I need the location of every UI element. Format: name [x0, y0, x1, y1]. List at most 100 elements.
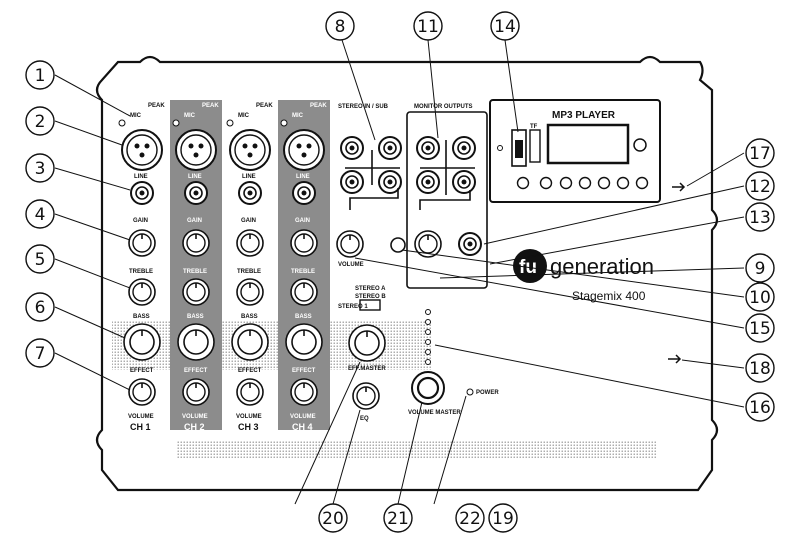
ir-sensor [497, 145, 503, 151]
callout-11: 11 [413, 11, 443, 41]
volume-label: VOLUME [236, 414, 262, 420]
callout-number: 12 [749, 177, 771, 197]
mic-input-xlr[interactable] [283, 129, 325, 171]
mic-input-xlr[interactable] [121, 129, 163, 171]
speaker-grille [176, 440, 656, 458]
gain-label: GAIN [187, 218, 202, 224]
mp3-btn-vol-down[interactable] [616, 176, 630, 190]
mic-input-xlr[interactable] [229, 129, 271, 171]
mic-label: MIC [184, 113, 196, 119]
callout-10: 10 [745, 282, 775, 312]
stereo-in-jack-l[interactable] [340, 136, 364, 160]
mp3-btn-prev[interactable] [578, 176, 592, 190]
callout-number: 13 [749, 208, 771, 228]
volume-knob[interactable] [128, 378, 156, 406]
level-led-2 [425, 319, 431, 325]
gain-knob[interactable] [128, 229, 156, 257]
monitor-bracket [419, 140, 475, 210]
mp3-play-button[interactable] [633, 138, 647, 152]
treble-knob[interactable] [236, 278, 264, 306]
level-led-3 [425, 329, 431, 335]
callout-number: 3 [35, 159, 46, 179]
volume-master-knob-inner[interactable] [416, 376, 440, 400]
gain-knob[interactable] [182, 229, 210, 257]
gain-knob[interactable] [290, 229, 318, 257]
model-name: Stagemix 400 [572, 289, 646, 303]
mp3-btn-mode[interactable] [539, 176, 553, 190]
callouts: 1 2 3 4 5 6 7 8 11 14 17 12 13 9 10 15 1… [25, 11, 775, 533]
mic-input-xlr[interactable] [175, 129, 217, 171]
mic-label: MIC [238, 113, 250, 119]
line-label: LINE [242, 174, 256, 180]
treble-knob[interactable] [128, 278, 156, 306]
sd-slot[interactable] [529, 129, 541, 163]
mp3-player-title: MP3 PLAYER [552, 110, 616, 121]
logo-word: generation [550, 254, 654, 279]
effect-label: EFFECT [292, 368, 316, 374]
volume-master-label: VOLUME MASTER [408, 410, 461, 416]
bass-knob[interactable] [123, 323, 161, 361]
usb-port-tongue [515, 140, 523, 158]
treble-label: TREBLE [237, 269, 261, 275]
arrow-18-icon [668, 354, 682, 364]
effect-label: EFFECT [184, 368, 208, 374]
treble-label: TREBLE [183, 269, 207, 275]
gain-label: GAIN [295, 218, 310, 224]
volume-knob[interactable] [182, 378, 210, 406]
stereo-in-jack-r[interactable] [378, 136, 402, 160]
treble-knob[interactable] [290, 278, 318, 306]
stereo-volume-knob[interactable] [336, 230, 364, 258]
volume-label: VOLUME [182, 414, 208, 420]
eq-knob[interactable] [352, 382, 380, 410]
mp3-player: MP3 PLAYER TF [489, 99, 661, 203]
callout-number: 11 [417, 17, 439, 37]
line-input-jack[interactable] [130, 181, 154, 205]
monitor-out-jack-r2[interactable] [452, 170, 476, 194]
peak-label: PEAK [148, 103, 165, 109]
stereo-mode-switch[interactable] [359, 299, 381, 311]
volume-knob[interactable] [290, 378, 318, 406]
callout-number: 21 [387, 509, 409, 529]
line-input-jack[interactable] [292, 181, 316, 205]
monitor-outputs-label: MONITOR OUTPUTS [414, 104, 473, 110]
monitor-out-jack-l[interactable] [416, 136, 440, 160]
stereo-in-bracket [345, 150, 400, 210]
bass-knob[interactable] [285, 323, 323, 361]
stereo-in-label: STEREO IN / SUB [338, 104, 389, 110]
master-section: STEREO A STEREO B STEREO 1 EFF.MASTER EQ… [338, 286, 499, 422]
callout-15: 15 [745, 313, 775, 343]
headphone-jack[interactable] [458, 232, 482, 256]
monitor-out-jack-r[interactable] [452, 136, 476, 160]
line-input-jack[interactable] [238, 181, 262, 205]
gain-label: GAIN [241, 218, 256, 224]
callout-number: 22 [459, 509, 481, 529]
bass-knob[interactable] [177, 323, 215, 361]
peak-led [226, 119, 234, 127]
gain-knob[interactable] [236, 229, 264, 257]
callout-number: 9 [755, 259, 766, 279]
callout-19: 19 [488, 503, 518, 533]
callout-2: 2 [25, 106, 55, 136]
mp3-display [546, 123, 630, 165]
bass-label: BASS [295, 314, 312, 320]
line-input-jack[interactable] [184, 181, 208, 205]
callout-16: 16 [745, 392, 775, 422]
stereo-effect-knob-small[interactable] [390, 237, 406, 253]
mp3-btn-vol-up[interactable] [635, 176, 649, 190]
bass-knob[interactable] [231, 323, 269, 361]
callout-number: 6 [35, 298, 46, 318]
bass-label: BASS [133, 314, 150, 320]
callout-4: 4 [25, 199, 55, 229]
mp3-btn-repeat[interactable] [516, 176, 530, 190]
mp3-btn-next[interactable] [597, 176, 611, 190]
monitor-out-jack-l2[interactable] [416, 170, 440, 194]
effect-master-knob[interactable] [348, 324, 386, 362]
sub-out-jack-l[interactable] [340, 170, 364, 194]
treble-knob[interactable] [182, 278, 210, 306]
level-led-4 [425, 339, 431, 345]
mp3-btn-eq[interactable] [559, 176, 573, 190]
volume-knob[interactable] [236, 378, 264, 406]
stereo-volume-label: VOLUME [338, 262, 364, 268]
peak-led [280, 119, 288, 127]
